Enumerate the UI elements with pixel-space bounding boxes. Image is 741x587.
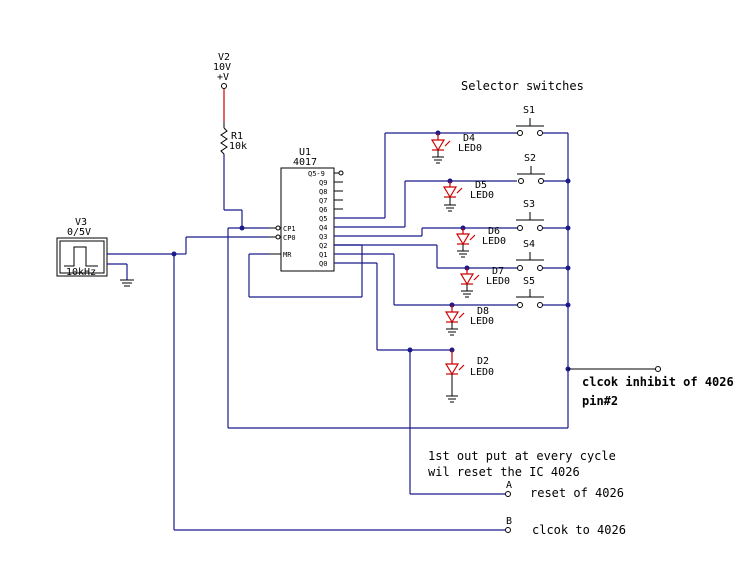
led-d5-name: D5 [475, 180, 487, 191]
terminal-a-label: A [506, 480, 512, 491]
led-d7-name: D7 [492, 266, 504, 277]
led-d6-type: LED0 [482, 236, 506, 247]
u1-body [280, 167, 335, 272]
pin-q1: Q1 [319, 251, 327, 259]
led-d6-name: D6 [488, 226, 500, 237]
switch-s3-label: S3 [523, 199, 535, 210]
led-d2-name: D2 [477, 356, 489, 367]
terminal-a[interactable] [505, 491, 511, 497]
pin-q5-9: Q5-9 [308, 170, 325, 178]
pin-mr: MR [283, 251, 292, 259]
pin-cp1: CP1 [283, 225, 296, 233]
led-d5-type: LED0 [470, 190, 494, 201]
note-line-1: 1st out put at every cycle [428, 449, 616, 463]
led-d5: D5 LED0 [442, 178, 494, 212]
led-d7-icon [459, 273, 475, 286]
cp0-pin-bubble [275, 234, 281, 240]
clock-inhibit-pin-label: pin#2 [582, 394, 618, 408]
q5-9-pin-bubble [338, 170, 344, 176]
switch-s4-label: S4 [523, 239, 535, 250]
led-d4-type: LED0 [458, 143, 482, 154]
switch-s2-label: S2 [524, 153, 536, 164]
terminal-b-label: B [506, 516, 512, 527]
switch-s4[interactable]: S4 [516, 239, 568, 271]
v3-freq: 10kHz [66, 267, 96, 278]
led-d8-icon [444, 311, 460, 324]
pin-q5: Q5 [319, 215, 327, 223]
pin-q6: Q6 [319, 206, 327, 214]
pin-cp0: CP0 [283, 234, 296, 242]
clock-inhibit-terminal[interactable] [655, 366, 661, 372]
switch-s5-label: S5 [523, 276, 535, 287]
pin-q0: Q0 [319, 260, 327, 268]
switch-s1-label: S1 [523, 105, 535, 116]
selector-switches-title: Selector switches [461, 79, 584, 93]
u1-4017-ic: U1 4017 CP1 CP0 MR Q5-9 Q9 Q8 Q7 Q6 Q5 Q… [269, 147, 344, 272]
v3-value: 0/5V [67, 227, 91, 238]
led-d4-icon [430, 139, 446, 152]
v2-symbol: +V [217, 72, 229, 83]
led-d2-icon [444, 363, 460, 376]
pulse-waveform-icon [64, 246, 98, 267]
switch-s3[interactable]: S3 [516, 199, 568, 231]
switch-common-bus [565, 133, 661, 428]
led-d5-icon [442, 186, 458, 199]
led-d8: D8 LED0 [444, 302, 494, 336]
pin-q8: Q8 [319, 188, 327, 196]
v3-pulse-source: V3 0/5V 10kHz [56, 217, 174, 287]
cp1-pin-bubble [275, 225, 281, 231]
terminal-b[interactable] [505, 527, 511, 533]
pin-q4: Q4 [319, 224, 327, 232]
clock-label: clcok to 4026 [532, 523, 626, 537]
r1-resistor: R1 10k [220, 122, 247, 228]
switch-s5[interactable]: S5 [516, 276, 568, 308]
r1-value: 10k [229, 141, 247, 152]
inhibit-wiring [227, 225, 568, 429]
pin-q7: Q7 [319, 197, 327, 205]
pin-q2: Q2 [319, 242, 327, 250]
led-d7-type: LED0 [486, 276, 510, 287]
led-d8-type: LED0 [470, 316, 494, 327]
led-d6: D6 LED0 [455, 225, 506, 258]
switch-s2[interactable]: S2 [517, 153, 568, 184]
led-d2: D2 LED0 [444, 347, 494, 403]
v2-terminal[interactable] [221, 83, 227, 89]
reset-label: reset of 4026 [530, 486, 624, 500]
led-d7: D7 LED0 [459, 265, 510, 298]
pin-q3: Q3 [319, 233, 327, 241]
v3-body-inner [59, 240, 105, 274]
clock-inhibit-label: clcok inhibit of 4026 [582, 375, 734, 389]
led-d8-name: D8 [477, 306, 489, 317]
v2-name: V2 [218, 52, 230, 63]
led-d2-type: LED0 [470, 367, 494, 378]
note-line-2: wil reset the IC 4026 [428, 465, 580, 479]
r1-zigzag [220, 127, 228, 155]
u1-name: U1 [299, 147, 311, 158]
v2-value: 10V [213, 62, 231, 73]
q-output-wiring [334, 132, 517, 495]
switch-s1[interactable]: S1 [516, 105, 568, 136]
led-d6-icon [455, 233, 471, 246]
r1-name: R1 [231, 131, 243, 142]
ground-icon-v3 [120, 279, 134, 287]
v3-name: V3 [75, 217, 87, 228]
v2-supply: V2 10V +V [213, 52, 231, 122]
led-d4: D4 LED0 [430, 130, 482, 164]
u1-part: 4017 [293, 157, 317, 168]
led-d4-name: D4 [463, 133, 475, 144]
pin-q9: Q9 [319, 179, 327, 187]
v3-body-outer [56, 237, 108, 277]
clock-wiring [171, 236, 505, 531]
